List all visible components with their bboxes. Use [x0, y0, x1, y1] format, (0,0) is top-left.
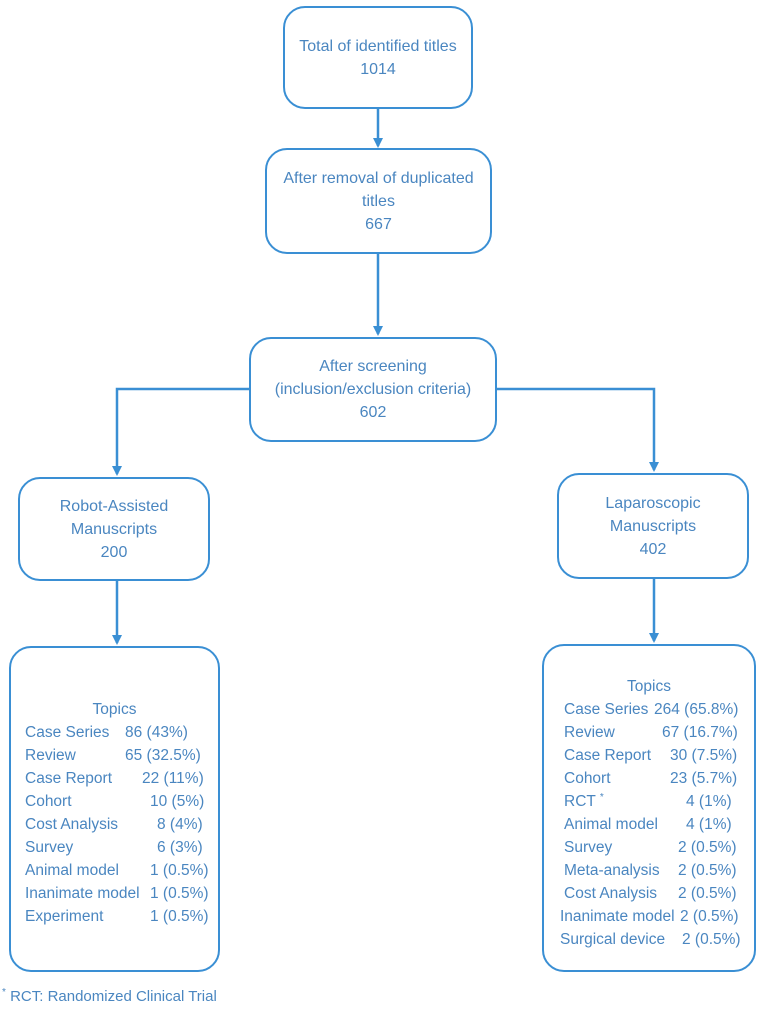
- laparoscopic-label-2: Manuscripts: [609, 517, 697, 535]
- robot-assisted-count: 200: [100, 543, 128, 561]
- topic-label: Inanimate model: [560, 908, 675, 925]
- topic-value: 1 (0.5%): [150, 885, 209, 902]
- deduplicated-titles-label-2: titles: [362, 192, 395, 210]
- topic-value: 2 (0.5%): [680, 908, 739, 925]
- robot-assisted-label: Robot-Assisted: [59, 497, 169, 515]
- laparoscopic-topics-heading: Topics: [627, 678, 671, 695]
- topic-label: RCT *: [564, 790, 604, 813]
- identified-titles-box: Total of identified titles 1014: [283, 6, 473, 109]
- topic-label: Case Series: [25, 724, 110, 741]
- topic-label: Inanimate model: [25, 885, 140, 902]
- arrow-screened-to-robot: [112, 387, 250, 476]
- arrow-screened-to-laparoscopic: [496, 387, 659, 472]
- topic-value: 23 (5.7%): [670, 770, 738, 787]
- topic-label-text: RCT: [564, 793, 596, 810]
- topic-value: 67 (16.7%): [662, 724, 738, 741]
- footnote: * RCT: Randomized Clinical Trial: [2, 987, 217, 1006]
- topic-value: 2 (0.5%): [678, 885, 737, 902]
- topic-value: 65 (32.5%): [125, 747, 201, 764]
- topic-label: Surgical device: [560, 931, 666, 948]
- topic-value: 264 (65.8%): [654, 701, 739, 718]
- robot-topics-box: Topics Case Series 86 (43%) Review 65 (3…: [9, 646, 220, 972]
- topic-value: 4 (1%): [686, 793, 732, 810]
- laparoscopic-count: 402: [639, 540, 667, 558]
- topic-label: Review: [564, 724, 615, 741]
- topic-label: Cost Analysis: [564, 885, 658, 902]
- topic-value: 1 (0.5%): [150, 908, 209, 925]
- topic-value: 8 (4%): [157, 816, 203, 833]
- laparoscopic-topics-box: Topics Case Series 264 (65.8%) Review 67…: [542, 644, 756, 972]
- topic-value: 22 (11%): [142, 770, 204, 787]
- footnote-asterisk: *: [2, 987, 6, 998]
- deduplicated-titles-count: 667: [365, 215, 392, 233]
- topic-value: 10 (5%): [150, 793, 205, 810]
- topic-value: 2 (0.5%): [678, 862, 737, 879]
- topic-label: Cohort: [564, 770, 611, 787]
- topic-value: 86 (43%): [125, 724, 188, 741]
- screening-label: After screening: [319, 358, 427, 375]
- topic-value: 2 (0.5%): [678, 839, 737, 856]
- topic-label: Meta-analysis: [564, 862, 660, 879]
- topic-value: 4 (1%): [686, 816, 732, 833]
- robot-assisted-box: Robot-Assisted Manuscripts 200: [18, 477, 210, 581]
- laparoscopic-box: Laparoscopic Manuscripts 402: [557, 473, 749, 579]
- deduplicated-titles-label: After removal of duplicated: [283, 169, 474, 187]
- topic-label: Case Report: [564, 747, 652, 764]
- identified-titles-label: Total of identified titles: [299, 37, 457, 55]
- topic-label: Case Series: [564, 701, 649, 718]
- topic-label: Experiment: [25, 908, 104, 925]
- topic-value: 6 (3%): [157, 839, 203, 856]
- topic-value: 30 (7.5%): [670, 747, 738, 764]
- topic-value: 2 (0.5%): [682, 931, 741, 948]
- topic-label: Case Report: [25, 770, 113, 787]
- screening-box: After screening (inclusion/exclusion cri…: [249, 337, 497, 442]
- identified-titles-count: 1014: [360, 60, 396, 78]
- topic-label: Animal model: [564, 816, 658, 833]
- topic-label: Survey: [564, 839, 613, 856]
- deduplicated-titles-box: After removal of duplicated titles 667: [265, 148, 492, 254]
- screening-criteria: (inclusion/exclusion criteria): [274, 381, 472, 398]
- topic-label: Cohort: [25, 793, 72, 810]
- topic-label: Survey: [25, 839, 74, 856]
- robot-assisted-label-2: Manuscripts: [70, 520, 158, 538]
- topic-label: Cost Analysis: [25, 816, 119, 833]
- topic-value: 1 (0.5%): [150, 862, 209, 879]
- robot-topics-heading: Topics: [92, 701, 137, 718]
- laparoscopic-label: Laparoscopic: [605, 494, 701, 512]
- screening-count: 602: [359, 404, 387, 421]
- asterisk-mark: *: [599, 791, 604, 803]
- topic-label: Animal model: [25, 862, 119, 879]
- topic-label: Review: [25, 747, 76, 764]
- footnote-text: RCT: Randomized Clinical Trial: [5, 988, 217, 1005]
